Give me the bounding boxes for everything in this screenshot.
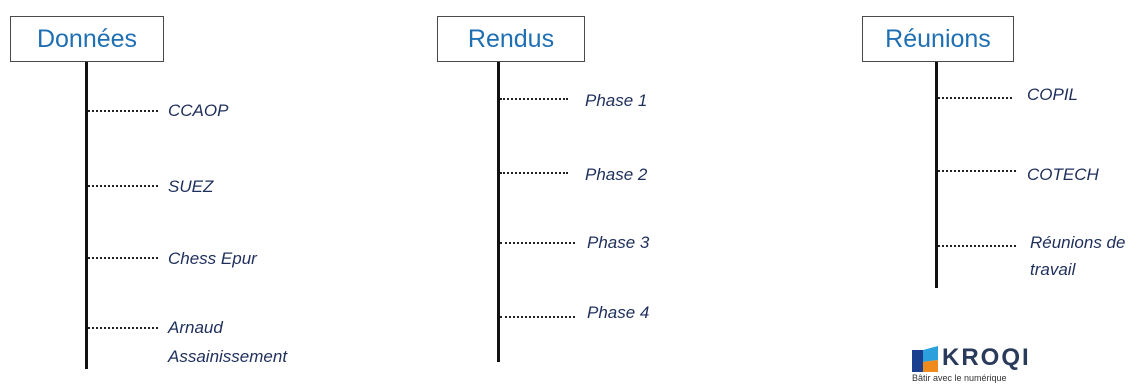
- connector-reunions-de-travail: [938, 245, 1016, 247]
- item-reunions-de: Réunions de: [1030, 233, 1126, 252]
- item-phase-1: Phase 1: [585, 91, 648, 110]
- connector-phase-3: [500, 242, 575, 244]
- trunk-line-reunions: [935, 62, 938, 288]
- connector-phase-4: [500, 316, 575, 318]
- trunk-line-rendus: [497, 62, 500, 362]
- connector-suez: [88, 185, 158, 187]
- kroqi-logo-mark-icon: [912, 346, 938, 372]
- connector-cotech: [938, 170, 1016, 172]
- header-reunions: Réunions: [862, 16, 1014, 62]
- item-travail: travail: [1030, 260, 1076, 279]
- kroqi-logo-text: KROQI: [942, 344, 1031, 371]
- item-phase-3: Phase 3: [587, 233, 650, 252]
- item-phase-4: Phase 4: [587, 303, 650, 322]
- trunk-line-donnees: [85, 62, 88, 369]
- kroqi-logo: KROQI Bâtir avec le numérique: [912, 343, 1029, 385]
- item-ccaop: CCAOP: [168, 101, 229, 120]
- header-donnees: Données: [10, 16, 164, 62]
- connector-ccaop: [88, 110, 158, 112]
- item-assainissement: Assainissement: [168, 347, 288, 366]
- connector-phase-2: [500, 172, 568, 174]
- item-suez: SUEZ: [168, 177, 214, 196]
- item-arnaud: Arnaud: [168, 318, 223, 337]
- connector-arnaud: [88, 327, 158, 329]
- connector-copil: [938, 97, 1012, 99]
- header-rendus: Rendus: [437, 16, 585, 62]
- item-copil: COPIL: [1027, 85, 1079, 104]
- connector-phase-1: [500, 98, 568, 100]
- connector-chess-epur: [88, 257, 158, 259]
- header-rendus-label: Rendus: [467, 24, 555, 53]
- item-phase-2: Phase 2: [585, 165, 648, 184]
- header-donnees-label: Données: [36, 24, 138, 53]
- item-cotech: COTECH: [1027, 165, 1099, 184]
- kroqi-logo-tagline: Bâtir avec le numérique: [912, 373, 1007, 383]
- item-chess-epur: Chess Epur: [168, 249, 257, 268]
- header-reunions-label: Réunions: [885, 24, 991, 53]
